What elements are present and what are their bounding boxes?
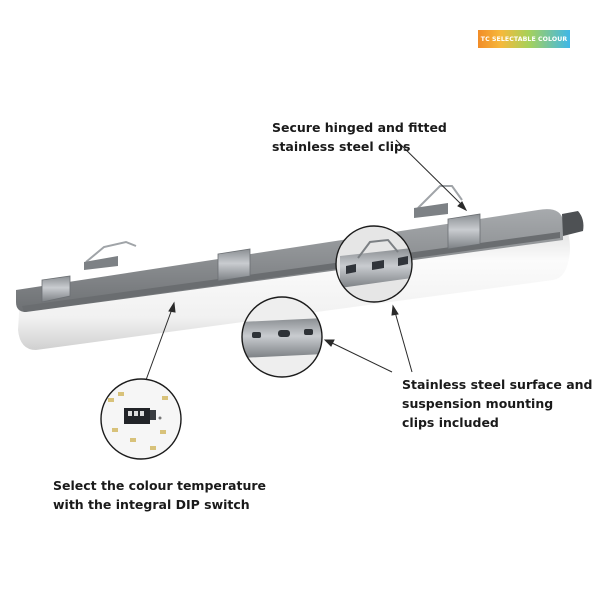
hanger-left-base	[84, 256, 118, 270]
body-clip-middle	[217, 248, 251, 282]
hanger-left	[85, 240, 137, 263]
batten-luminaire	[16, 185, 584, 350]
callout-surface-line1: Stainless steel surface and	[402, 377, 593, 392]
hanger-right	[417, 185, 463, 209]
body-clip-right	[447, 213, 481, 250]
housing-lip	[22, 232, 560, 312]
body-clip-left	[41, 275, 71, 303]
callout-surface-line3: clips included	[402, 415, 499, 430]
leader-lines	[145, 139, 468, 381]
callout-dip-switch: Select the colour temperature with the i…	[53, 476, 266, 514]
cable-gland	[562, 211, 584, 236]
callout-clips: Secure hinged and fitted stainless steel…	[272, 118, 447, 156]
callout-clips-line1: Secure hinged and fitted	[272, 120, 447, 135]
callout-clips-line2: stainless steel clips	[272, 139, 411, 154]
callout-surface-line2: suspension mounting	[402, 396, 554, 411]
detail-circle-dip-switch	[100, 378, 182, 460]
callout-surface: Stainless steel surface and suspension m…	[402, 375, 593, 432]
detail-circle-clip	[335, 225, 413, 303]
housing-top	[16, 209, 563, 312]
callout-dip-line2: with the integral DIP switch	[53, 497, 250, 512]
detail-circle-surface	[241, 296, 323, 378]
hanger-right-base	[414, 203, 448, 218]
callout-dip-line1: Select the colour temperature	[53, 478, 266, 493]
tc-selectable-colour-badge: TC SELECTABLE COLOUR	[478, 30, 570, 48]
